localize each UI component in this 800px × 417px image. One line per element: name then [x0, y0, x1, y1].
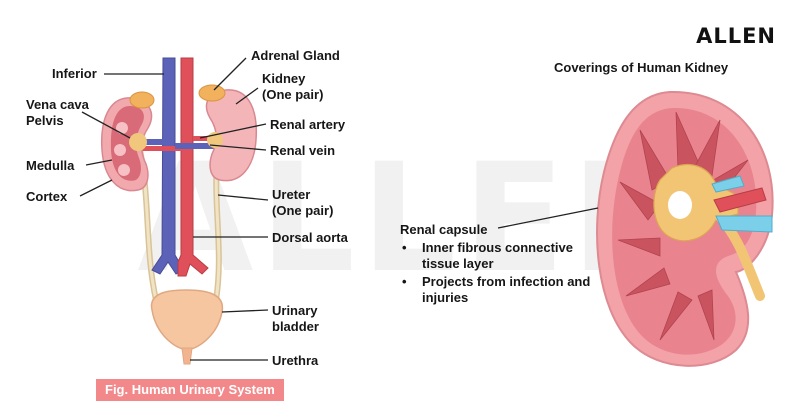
renal-capsule-point: • Projects from infection and injuries	[400, 274, 610, 306]
right-renal-vein	[175, 143, 219, 149]
urethra	[181, 347, 193, 365]
label-adrenal-gland: Adrenal Gland	[251, 48, 340, 63]
renal-capsule-point: • Inner fibrous connective tissue layer	[400, 240, 610, 272]
right-diagram-title: Coverings of Human Kidney	[554, 60, 729, 75]
label-ureter: Ureter (One pair)	[272, 187, 334, 218]
renal-vein-branch	[711, 175, 745, 193]
renal-capsule-notes: Renal capsule • Inner fibrous connective…	[400, 222, 610, 308]
label-renal-vein: Renal vein	[270, 143, 336, 158]
allen-logo: ALLEN	[696, 24, 776, 48]
renal-capsule-points: • Inner fibrous connective tissue layer …	[400, 240, 610, 306]
label-inferior: Inferior	[52, 66, 97, 81]
label-urethra: Urethra	[272, 353, 319, 368]
left-renal-vein	[140, 139, 164, 145]
label-renal-artery: Renal artery	[270, 117, 346, 132]
renal-capsule-point-text: Projects from infection and injuries	[422, 274, 591, 305]
right-adrenal-gland	[198, 84, 226, 102]
label-cortex: Cortex	[26, 189, 68, 204]
left-kidney	[100, 97, 153, 192]
figure-caption: Fig. Human Urinary System	[96, 379, 284, 401]
medullary-pyramids	[617, 111, 749, 341]
renal-capsule-leader	[497, 207, 599, 229]
label-vena-cava-pelvis: Vena cava Pelvis	[26, 97, 89, 128]
renal-pelvis	[653, 163, 739, 242]
right-renal-artery	[193, 136, 219, 141]
label-urinary-bladder: Urinary bladder	[272, 303, 319, 334]
urinary-system-figure	[79, 57, 269, 365]
kidney-cross-section	[497, 90, 774, 367]
renal-vein-cross	[715, 215, 773, 233]
vena-cava	[151, 57, 185, 275]
urinary-bladder	[150, 289, 224, 351]
leader-lines-left	[79, 57, 269, 361]
renal-artery-cross	[713, 187, 767, 213]
label-dorsal-aorta: Dorsal aorta	[272, 230, 348, 245]
bullet-icon: •	[402, 240, 407, 255]
left-renal-artery	[140, 146, 182, 151]
label-kidney: Kidney (One pair)	[262, 71, 324, 102]
label-medulla: Medulla	[26, 158, 75, 173]
renal-capsule-title: Renal capsule	[400, 222, 488, 237]
left-adrenal-gland	[129, 91, 155, 109]
renal-sinus	[668, 191, 692, 219]
bullet-icon: •	[402, 274, 407, 289]
renal-capsule-point-text: Inner fibrous connective tissue layer	[422, 240, 573, 271]
dorsal-aorta	[177, 57, 209, 277]
